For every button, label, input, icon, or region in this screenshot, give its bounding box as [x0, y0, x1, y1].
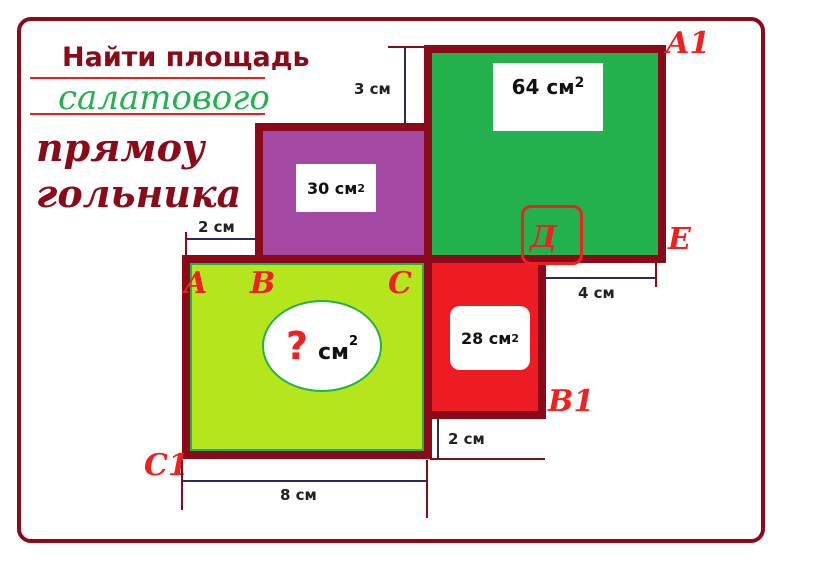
- bottom-gap-label: 2 см: [448, 430, 485, 448]
- width-right-tick: [426, 460, 428, 518]
- purple-area-sup: 2: [357, 181, 366, 195]
- purple-area-text: 30 см: [306, 178, 358, 198]
- green-area-sup: 2: [574, 75, 585, 91]
- ab-label: 2 см: [198, 218, 235, 236]
- unknown-area-sup: 2: [349, 333, 359, 349]
- point-b: B: [250, 266, 276, 301]
- task-title-line4: гольника: [36, 171, 242, 216]
- de-arrow: [546, 277, 656, 279]
- question-mark: ?: [285, 324, 308, 368]
- unknown-area-unit: см: [317, 339, 350, 365]
- point-a: A: [184, 266, 208, 301]
- underline-2: [30, 113, 265, 115]
- task-title-line2: салатового: [58, 78, 270, 118]
- red-area-sup: 2: [511, 331, 520, 345]
- ab-arrow: [186, 238, 256, 240]
- task-title-line3: прямоу: [36, 125, 205, 170]
- red-area-text: 28 см: [460, 328, 512, 348]
- width-left-tick: [181, 460, 183, 510]
- bottom-gap-arrow: [437, 419, 439, 459]
- width-arrow: [183, 480, 426, 482]
- point-d-highlight: [521, 205, 583, 265]
- point-a1: A1: [666, 26, 711, 61]
- task-title-line1: Найти площадь: [62, 42, 310, 73]
- bottom-gap-tick: [430, 458, 545, 460]
- de-tick: [655, 263, 657, 287]
- underline-1: [30, 77, 265, 79]
- ab-tick: [185, 232, 187, 256]
- diagram-frame: [17, 17, 765, 543]
- width-label: 8 см: [280, 486, 317, 504]
- point-e: E: [668, 222, 691, 257]
- de-label: 4 см: [578, 284, 615, 302]
- green-area-text: 64 см: [511, 75, 575, 99]
- top-gap-arrow: [404, 48, 406, 124]
- point-b1: B1: [548, 384, 595, 419]
- top-gap-label: 3 см: [354, 80, 391, 98]
- point-c: C: [388, 266, 412, 301]
- point-d: Д: [530, 220, 557, 255]
- top-gap-tick: [388, 46, 428, 48]
